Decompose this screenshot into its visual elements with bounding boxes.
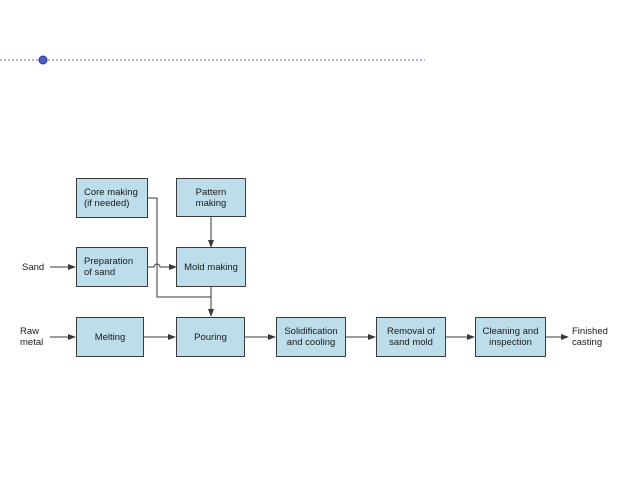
arrow-preparation-to-mold-making — [148, 263, 177, 270]
box-removal-of-sand-mold: Removal of sand mold — [376, 317, 446, 357]
box-core-making: Core making (if needed) — [76, 178, 148, 218]
box-cleaning-and-inspection: Cleaning and inspection — [475, 317, 546, 357]
label-raw-metal: Raw metal — [20, 326, 44, 348]
label-finished-casting: Finished casting — [572, 326, 608, 348]
header-dot — [38, 55, 48, 65]
box-pouring: Pouring — [176, 317, 245, 357]
box-pattern-making: Pattern making — [176, 178, 246, 217]
box-solidification: Solidification and cooling — [276, 317, 346, 357]
box-melting: Melting — [76, 317, 144, 357]
box-mold-making: Mold making — [176, 247, 246, 287]
label-sand: Sand — [22, 262, 45, 273]
arrow-core-making-to-pouring — [148, 197, 211, 298]
box-preparation-of-sand: Preparation of sand — [76, 247, 148, 287]
